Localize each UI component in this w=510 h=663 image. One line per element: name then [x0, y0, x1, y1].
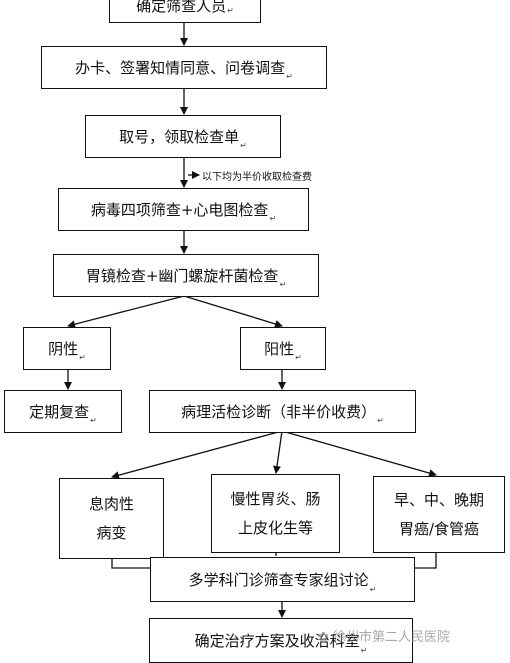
node-label-line2: 上皮化生等 [237, 518, 313, 537]
node-label: 取号，领取检查单 [119, 127, 240, 146]
node-label: 病理活检诊断（非半价收费） [181, 402, 377, 421]
arrow-pathology-to-cancer [281, 430, 437, 477]
arrow-pathology-to-gastritis [273, 430, 283, 474]
node-treatment-plan: 确定治疗方案及收治科室↵ [149, 618, 413, 663]
node-virus-ecg: 病毒四项筛查+心电图检查↵ [58, 188, 309, 231]
arrow-gastro-to-positive [183, 295, 283, 328]
node-pathology: 病理活检诊断（非半价收费）↵ [149, 390, 416, 433]
return-mark: ↵ [90, 416, 97, 426]
line-cancer-to-mdt [415, 552, 437, 569]
return-mark: ↵ [79, 353, 86, 363]
wechat-icon: ✿ [318, 630, 329, 645]
return-mark: ↵ [279, 280, 287, 290]
node-label-line2: 胃癌/食管癌 [398, 519, 480, 538]
node-label-line1: 慢性胃炎、肠 [230, 490, 321, 508]
node-label: 多学科门诊筛查专家组讨论 [188, 570, 369, 589]
node-get-number: 取号，领取检查单↵ [85, 115, 281, 158]
arrow-gastro-to-negative [67, 295, 185, 329]
node-label: 办卡、签署知情同意、问卷调查 [75, 58, 286, 77]
node-label: 确定筛查人员 [136, 0, 227, 15]
return-mark: ↵ [377, 416, 384, 426]
return-mark: ↵ [369, 585, 377, 595]
node-label-line1: 息肉性 [88, 495, 134, 513]
node-confirm-people: 确定筛查人员↵ [109, 0, 261, 23]
node-label: 阳性 [264, 339, 295, 358]
half-price-note: 以下均为半价收取检查费 [202, 168, 312, 183]
node-polyp-lesion: 息肉性 病变 [59, 478, 164, 559]
return-mark: ↵ [286, 72, 293, 82]
node-gastroscopy-hp: 胃镜检查+幽门螺旋杆菌检查↵ [53, 254, 319, 297]
node-regular-review: 定期复查↵ [4, 390, 122, 433]
node-chronic-gastritis: 慢性胃炎、肠 上皮化生等 [211, 474, 340, 553]
watermark-text: 徐州市第二人民医院 [333, 630, 451, 645]
node-label: 病毒四项筛查+心电图检查 [90, 200, 269, 219]
node-card-consent: 办卡、签署知情同意、问卷调查↵ [41, 46, 327, 89]
note-text: 以下均为半价收取检查费 [202, 172, 312, 183]
node-label-line2: 病变 [96, 523, 127, 542]
hospital-watermark: ✿ 徐州市第二人民医院 [318, 626, 450, 645]
node-cancer: 早、中、晚期 胃癌/食管癌 [373, 476, 505, 553]
node-label: 定期复查 [29, 402, 90, 421]
return-mark: ↵ [269, 214, 277, 224]
return-mark: ↵ [360, 646, 368, 656]
node-label: 确定治疗方案及收治科室 [194, 631, 360, 650]
arrow-pathology-to-polyp [111, 430, 283, 480]
node-positive: 阳性↵ [240, 327, 326, 370]
node-mdt-discussion: 多学科门诊筛查专家组讨论↵ [150, 557, 415, 602]
node-label: 胃镜检查+幽门螺旋杆菌检查 [85, 266, 279, 285]
line-polyp-to-mdt [111, 558, 150, 569]
return-mark: ↵ [295, 353, 302, 363]
node-label-line1: 早、中、晚期 [393, 491, 484, 509]
node-negative: 阴性↵ [23, 327, 111, 370]
node-label: 阴性 [48, 339, 79, 358]
return-mark: ↵ [227, 6, 234, 16]
return-mark: ↵ [240, 141, 247, 151]
